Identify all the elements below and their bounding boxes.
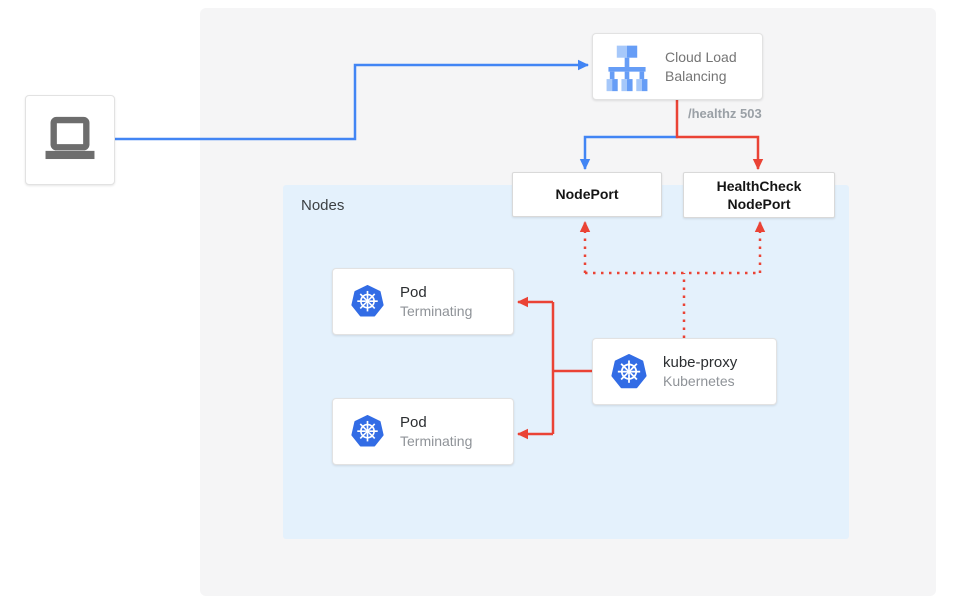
kube-proxy-subtitle: Kubernetes bbox=[663, 373, 735, 389]
kube-proxy-node: kube-proxy Kubernetes bbox=[592, 338, 777, 405]
pod-title: Pod bbox=[400, 284, 427, 301]
pod-node-1: Pod Terminating bbox=[332, 268, 514, 335]
laptop-icon bbox=[45, 116, 95, 160]
pod-title: Pod bbox=[400, 414, 427, 431]
cloud-load-balancing-label: Cloud Load Balancing bbox=[665, 49, 737, 84]
healthz-status-label: /healthz 503 bbox=[688, 106, 762, 121]
nodeport-node: NodePort bbox=[512, 172, 662, 217]
kube-proxy-title: kube-proxy bbox=[663, 354, 738, 371]
client-device-node bbox=[25, 95, 115, 185]
kubernetes-icon bbox=[611, 353, 647, 388]
kubernetes-icon bbox=[351, 285, 384, 317]
healthcheck-nodeport-label: HealthCheck NodePort bbox=[716, 177, 802, 212]
cloud-load-balancing-node: Cloud Load Balancing bbox=[592, 33, 763, 100]
kubernetes-icon bbox=[351, 415, 384, 447]
nodes-group-label: Nodes bbox=[301, 197, 345, 214]
nodeport-label: NodePort bbox=[555, 186, 619, 203]
pod-node-2: Pod Terminating bbox=[332, 398, 514, 465]
pod-status: Terminating bbox=[400, 303, 473, 319]
cloud-load-balancing-icon bbox=[606, 45, 648, 91]
pod-status: Terminating bbox=[400, 433, 473, 449]
healthcheck-nodeport-node: HealthCheck NodePort bbox=[683, 172, 835, 218]
